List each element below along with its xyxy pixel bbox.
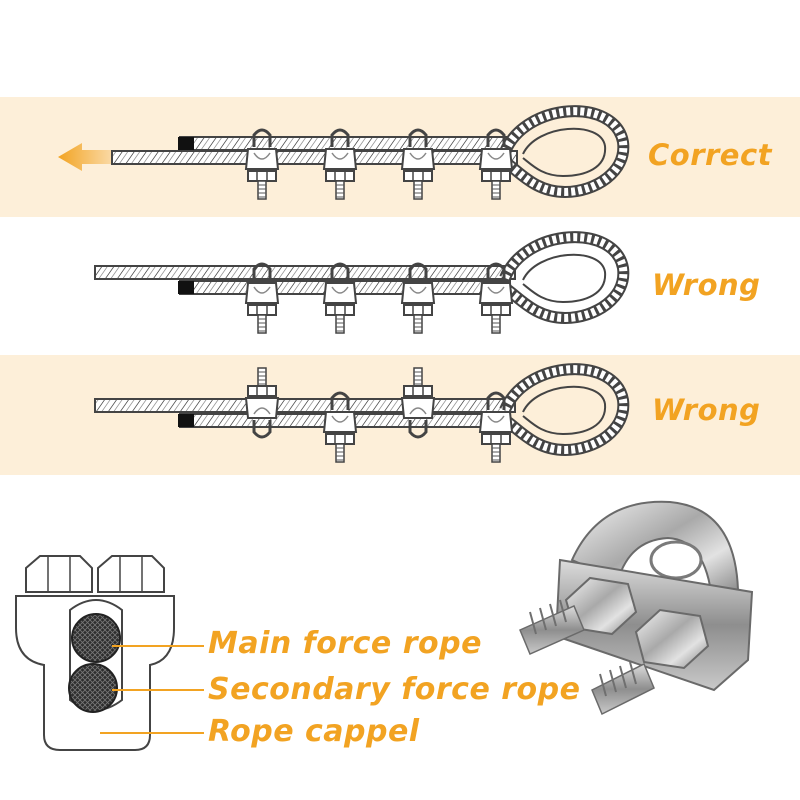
- secondary-force-rope-section: [68, 663, 118, 713]
- pull-direction-arrow-icon: [58, 143, 118, 171]
- wire-rope-clip-photo: [519, 500, 754, 716]
- rope-live-end: [111, 150, 518, 165]
- row-label-wrong-2: Wrong: [652, 393, 761, 427]
- rope-end-cap: [178, 281, 194, 294]
- clip-cross-section: [15, 555, 204, 751]
- nut-left: [25, 555, 93, 593]
- row-wrong-2-diagram: [94, 368, 623, 464]
- rope-end-cap: [178, 414, 194, 427]
- rope-live-end: [94, 398, 516, 413]
- legend-main-force-rope: Main force rope: [208, 626, 482, 661]
- row-correct-diagram: [58, 111, 623, 201]
- row-label-wrong-1: Wrong: [652, 268, 761, 302]
- rope-end-cap: [178, 137, 194, 150]
- nut-right: [97, 555, 165, 593]
- row-label-correct: Correct: [648, 138, 773, 172]
- main-force-rope-section: [71, 613, 121, 663]
- rope-live-end: [94, 265, 516, 280]
- legend-rope-cappel: Rope cappel: [208, 714, 420, 749]
- legend-secondary-force-rope: Secondary force rope: [208, 672, 581, 707]
- row-wrong-1-diagram: [94, 237, 623, 335]
